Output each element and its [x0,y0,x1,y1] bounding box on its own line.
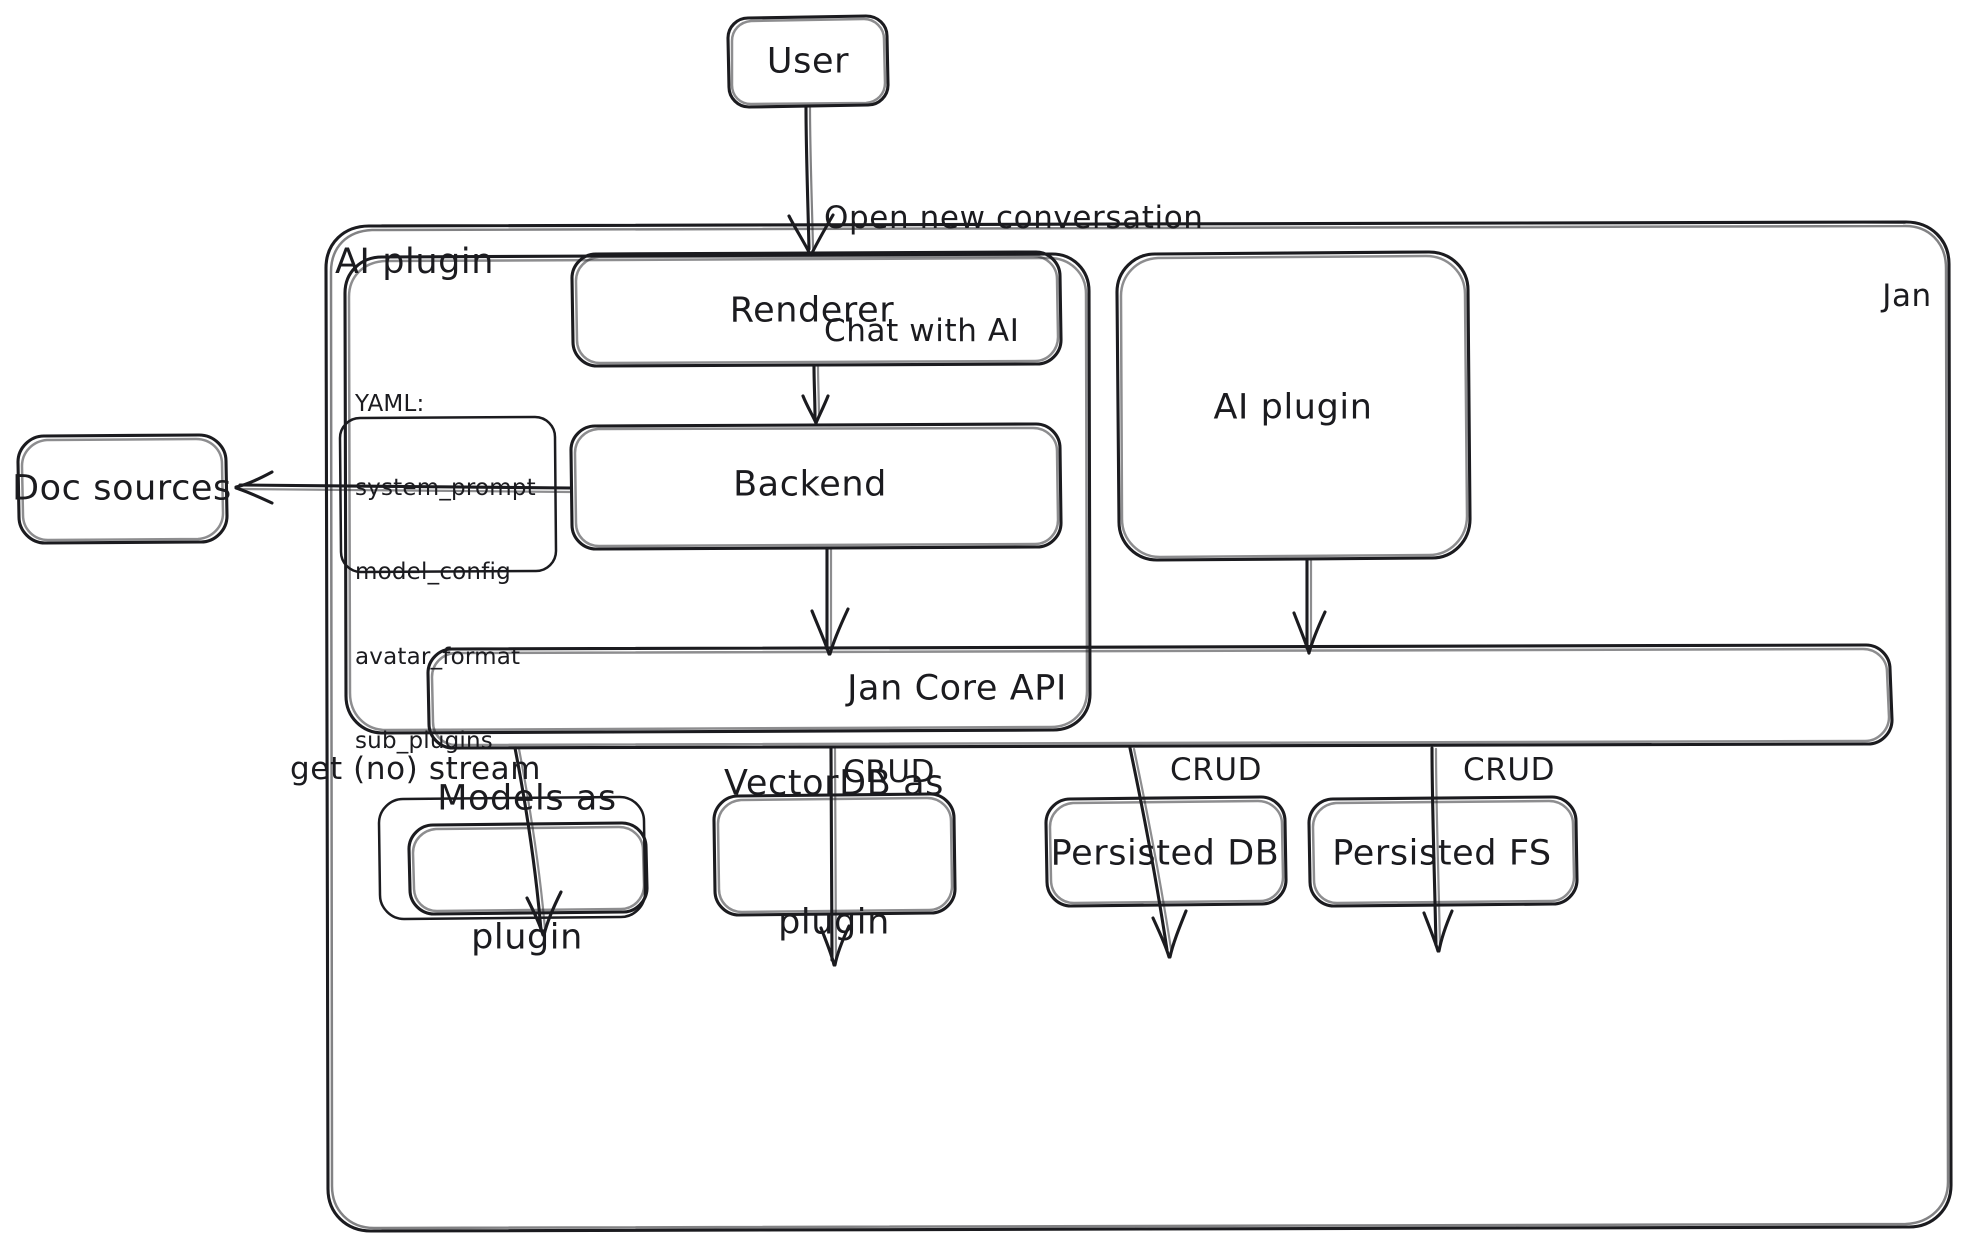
edge-renderer-to-backend [801,364,830,425]
edge-core-to-models [513,746,563,937]
edge-core-to-vectordb [819,746,851,967]
node-yaml-config[interactable] [338,415,558,574]
node-renderer[interactable] [570,250,1063,368]
edge-core-to-persisted-db [1128,746,1188,959]
node-user[interactable] [726,14,890,109]
edge-user-to-renderer [787,105,835,257]
node-doc-sources[interactable] [16,433,229,545]
edge-backend-to-doc-sources [234,470,572,505]
node-ai-plugin-right[interactable] [1115,250,1472,562]
edge-core-to-persisted-fs [1422,746,1454,953]
node-persisted-db[interactable] [1044,795,1288,908]
node-jan-core-api[interactable] [426,643,1894,750]
node-vectordb-plugin[interactable] [712,792,957,917]
edge-ai-plugin-to-core [1292,558,1327,655]
node-persisted-fs[interactable] [1307,795,1579,908]
node-backend[interactable] [569,422,1063,551]
edge-backend-to-core [810,547,850,656]
container-ai-plugin-group [343,252,1092,735]
container-jan [324,220,1953,1233]
node-models-plugin[interactable] [377,795,649,921]
